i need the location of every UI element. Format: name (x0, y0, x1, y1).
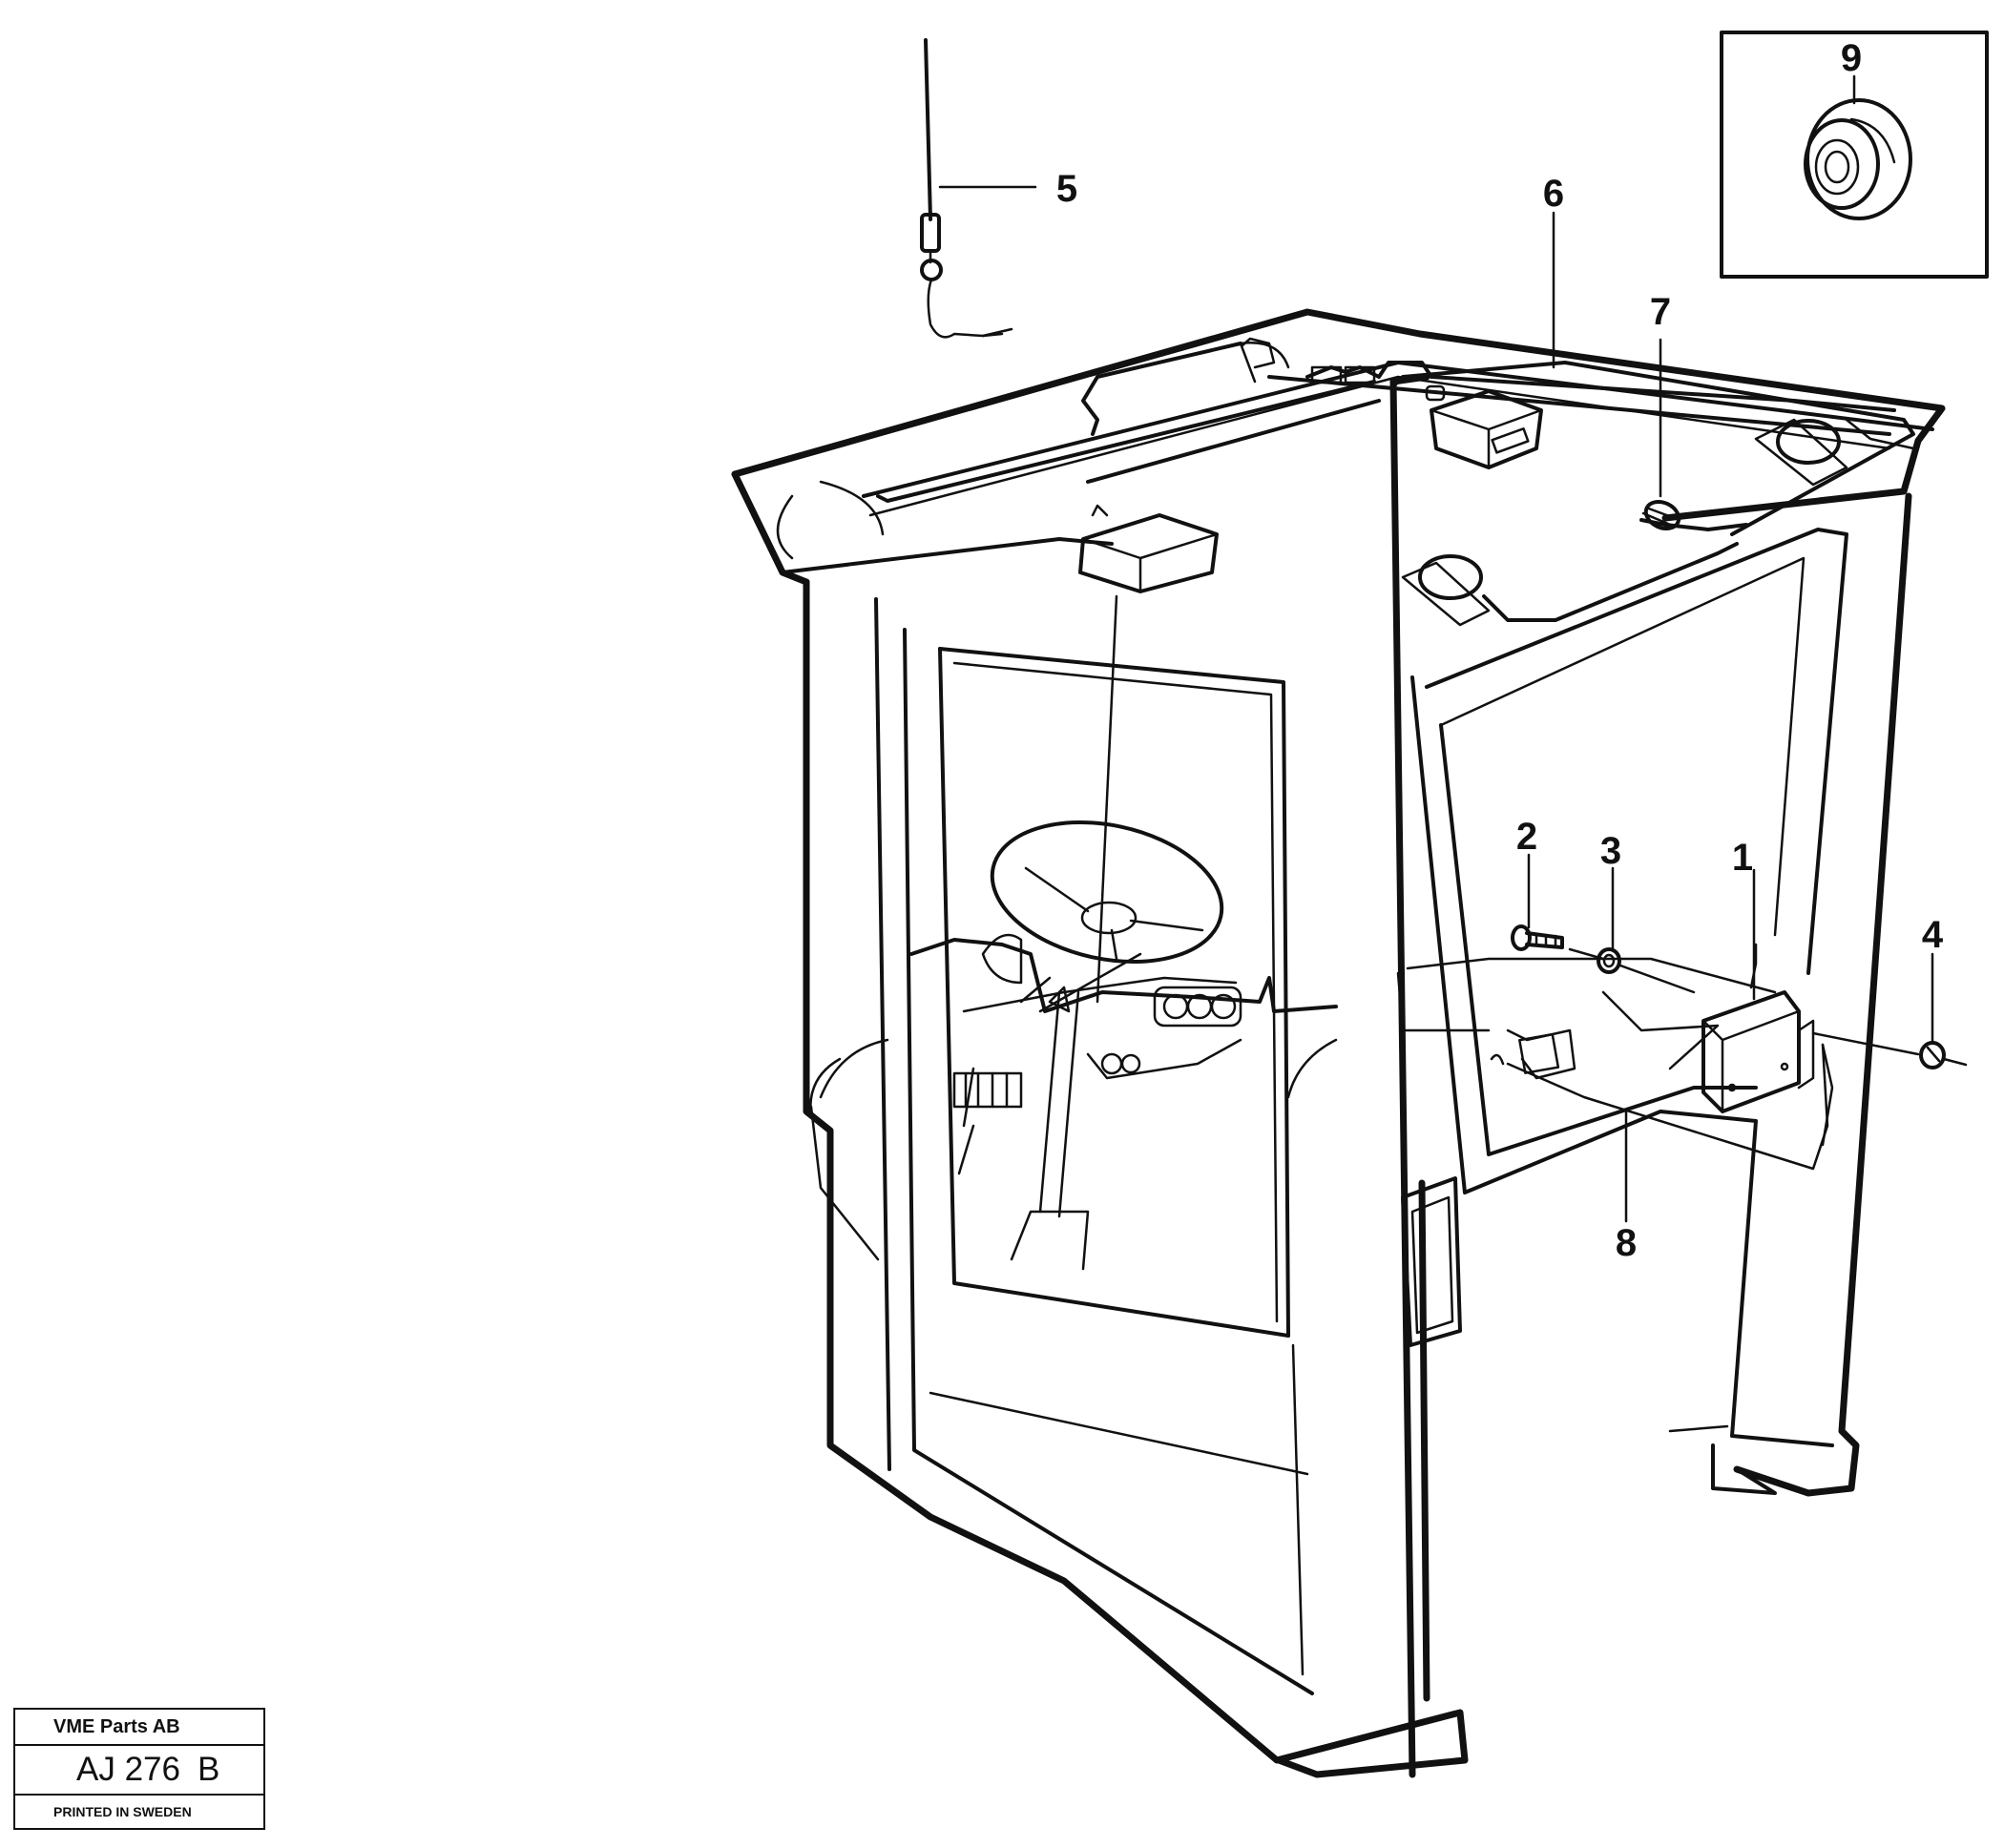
speaker-icon (1754, 418, 1848, 487)
callout-labels: 1 2 3 4 5 6 7 8 9 (1056, 37, 1944, 1264)
callout-9: 9 (1841, 37, 1862, 79)
company-name: VME Parts AB (15, 1710, 263, 1746)
indicator-icon (1100, 1052, 1123, 1075)
drawing-code: AJ 276 (76, 1751, 180, 1788)
antenna-icon (920, 38, 1013, 339)
connector-icon (1310, 365, 1446, 402)
callout-2: 2 (1516, 816, 1537, 858)
suppressor-box-icon (1078, 504, 1219, 593)
suppressor-box-icon (1701, 990, 1815, 1113)
callout-8: 8 (1616, 1222, 1637, 1264)
speaker-gasket-icon (1804, 98, 1912, 220)
speaker-icon (1401, 554, 1491, 627)
washer-icon (1597, 947, 1621, 974)
screw-icon (1511, 924, 1564, 951)
drawing-code-row: AJ 276 B (15, 1746, 263, 1796)
nut-icon (1919, 1041, 1946, 1069)
fuse-holder-icon (1641, 499, 1681, 531)
radio-unit-icon (1430, 389, 1543, 469)
revision-letter: B (197, 1751, 220, 1788)
callout-1: 1 (1732, 837, 1753, 879)
inset-detail-box (1720, 31, 1989, 279)
switch-panel-icon (952, 1071, 1023, 1109)
callout-6: 6 (1543, 173, 1564, 215)
callout-5: 5 (1056, 168, 1077, 210)
steering-wheel-icon (990, 820, 1224, 1271)
title-block: VME Parts AB AJ 276 B PRINTED IN SWEDEN (13, 1708, 265, 1830)
gauge-cluster-icon (1153, 986, 1242, 1028)
callout-4: 4 (1922, 914, 1944, 956)
leader-lines (938, 74, 1934, 1223)
callout-3: 3 (1600, 830, 1621, 872)
callout-7: 7 (1650, 291, 1671, 333)
printed-note: PRINTED IN SWEDEN (53, 1804, 192, 1819)
operator-cab-icon (731, 308, 1946, 1778)
